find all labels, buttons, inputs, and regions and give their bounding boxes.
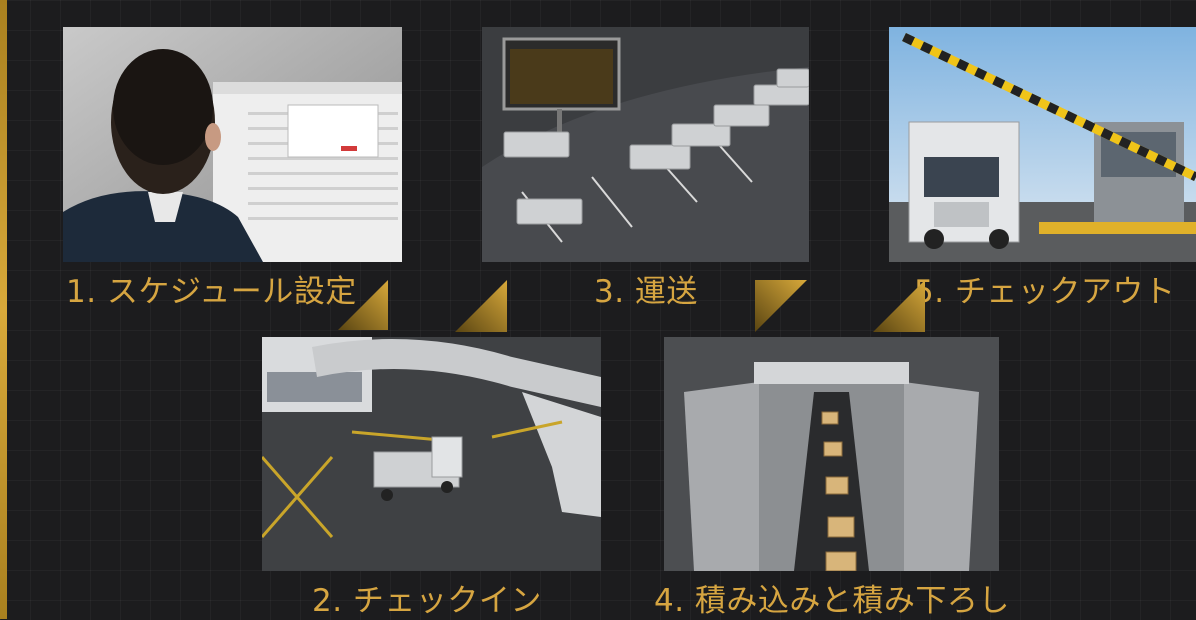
step-2-caption: 2. チェックイン bbox=[312, 583, 542, 619]
step-3-image bbox=[482, 27, 809, 262]
arrow-1-to-2-icon bbox=[338, 280, 388, 330]
step-5-image bbox=[889, 27, 1196, 262]
step-1-image bbox=[63, 27, 402, 262]
arrow-3-to-4-icon bbox=[755, 280, 807, 332]
step-5-caption: 5. チェックアウト bbox=[914, 274, 1176, 310]
arrow-4-to-5-icon bbox=[873, 280, 925, 332]
arrow-2-to-3-icon bbox=[455, 280, 507, 332]
step-3-caption: 3. 運送 bbox=[594, 274, 698, 310]
step-4-image bbox=[664, 337, 999, 571]
accent-bar bbox=[0, 0, 7, 619]
step-4-caption: 4. 積み込みと積み下ろし bbox=[654, 583, 1010, 619]
step-2-image bbox=[262, 337, 601, 571]
step-1-caption: 1. スケジュール設定 bbox=[66, 274, 357, 310]
